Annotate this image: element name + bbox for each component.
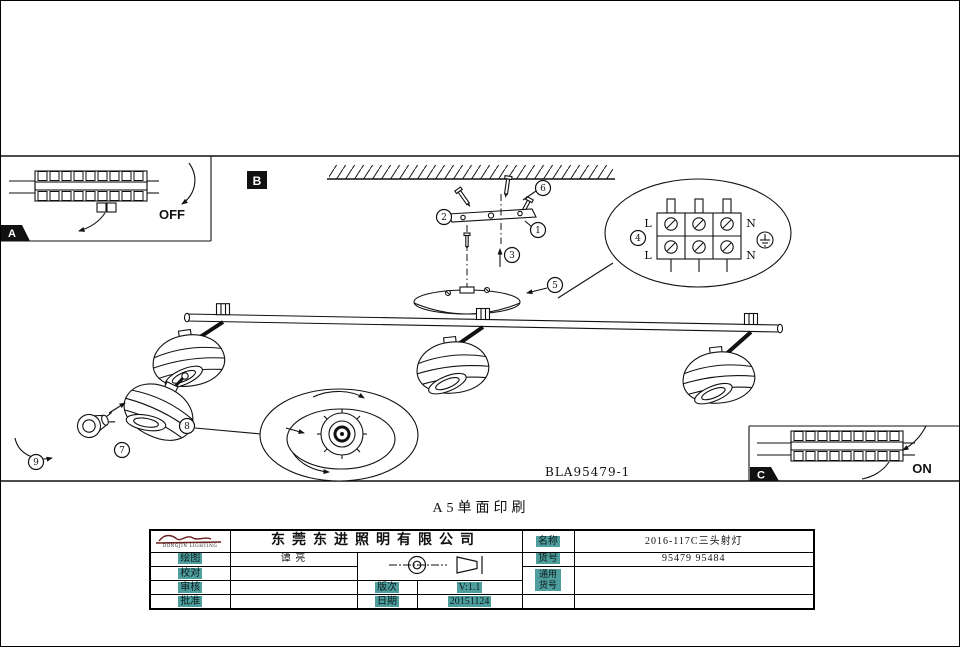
section-b-label: B (253, 174, 262, 188)
field-item-label: 货号 (521, 551, 575, 567)
detail-leader-line (194, 427, 262, 435)
section-a-label: A (8, 228, 16, 240)
ceiling-canopy: 5 (413, 262, 614, 315)
wire-label-l-bottom: L (644, 249, 652, 262)
spotlight-head-right (679, 342, 759, 410)
field-common-label: 通用货号 (521, 565, 575, 595)
empty-cell (573, 594, 815, 610)
on-label: ON (912, 461, 932, 476)
fixture-assembly (148, 303, 784, 410)
inset-on-detail: ON C (748, 425, 959, 482)
logo-subtext: DONGJIN LIGHTING (163, 543, 218, 548)
svg-text:5: 5 (552, 281, 558, 291)
callout-3: 3 (503, 246, 521, 264)
spotlight-head-middle (413, 332, 493, 400)
callout-5: 5 (546, 276, 564, 294)
svg-text:3: 3 (509, 251, 515, 261)
field-check-label: 校对 (149, 565, 231, 581)
field-review-label: 审核 (149, 580, 231, 595)
empty-cell (521, 594, 575, 610)
field-date-label: 日期 (356, 594, 418, 610)
field-review-value (229, 580, 358, 595)
screw-icon (454, 186, 471, 208)
callout-9: 9 (27, 453, 45, 471)
field-check-value (229, 565, 358, 581)
terminal-strip-teeth (793, 431, 901, 441)
on-direction-arrow-icon (902, 425, 927, 451)
field-draw-label: 绘图 (149, 551, 231, 567)
swivel-knob (215, 303, 231, 316)
field-date-value: 20151124 (416, 594, 523, 610)
ceiling-hatch (327, 165, 615, 180)
company-name: 东莞东进照明有限公司 (229, 529, 523, 553)
title-block-table: DONGJIN LIGHTING 东莞东进照明有限公司 名称 2016-117C… (149, 529, 816, 610)
wire-label-n-bottom: N (746, 249, 756, 262)
bulb-install-detail: 7 9 (14, 368, 206, 471)
spotlight-head-left (148, 324, 229, 395)
pull-wire (78, 212, 106, 232)
callout-1: 1 (529, 221, 547, 239)
field-common-value (573, 565, 815, 595)
svg-text:7: 7 (119, 446, 125, 456)
field-approve-label: 批准 (149, 594, 231, 610)
swivel-knob (743, 312, 759, 326)
field-version-label: 版次 (356, 580, 418, 595)
callout-6: 6 (534, 179, 552, 197)
field-name-value: 2016-117C三头射灯 (573, 529, 815, 553)
wire (861, 461, 890, 480)
section-c-label: C (757, 470, 765, 482)
callout-7: 7 (113, 441, 131, 459)
screw-icon (463, 232, 471, 250)
rotate-arrow-icon (292, 452, 330, 475)
svg-text:8: 8 (184, 422, 190, 432)
field-item-value: 95479 95484 (573, 551, 815, 567)
insert-arrow-icon (108, 402, 126, 414)
swivel-knob (475, 307, 491, 321)
projection-symbol-cell (356, 551, 523, 581)
off-label: OFF (159, 207, 185, 222)
twist-arrow-icon (14, 437, 53, 462)
company-logo: DONGJIN LIGHTING (156, 534, 222, 548)
drawing-number: BLA95479-1 (545, 465, 630, 479)
off-direction-arrow-icon (181, 162, 196, 205)
wiring-detail-bubble: L N L N 4 (604, 178, 792, 288)
section-b-tab: B (247, 171, 267, 189)
field-draw-value: 谭 亮 (229, 551, 358, 567)
svg-text:2: 2 (441, 213, 447, 223)
inset-off-detail: OFF A (1, 156, 212, 242)
projection-symbol-icon (388, 555, 483, 574)
section-c-tab (750, 467, 779, 481)
terminal-strip-teeth (37, 171, 145, 181)
field-name-label: 名称 (521, 529, 575, 553)
socket-detail-bubble: 8 (178, 388, 419, 482)
wire-label-n-top: N (746, 217, 756, 230)
print-spec-note: A5单面印刷 (432, 501, 530, 516)
rotate-arrow-icon (312, 390, 365, 399)
callout-2: 2 (435, 208, 453, 226)
detail-leader-line (557, 262, 614, 299)
field-version-value: V:1.1 (416, 580, 523, 595)
svg-text:6: 6 (540, 184, 546, 194)
gu10-bulb (76, 411, 116, 439)
field-approve-value (229, 594, 358, 610)
ground-icon (756, 231, 774, 249)
callout-4: 4 (629, 229, 647, 247)
svg-text:1: 1 (535, 226, 541, 236)
mounting-hardware: 1 2 3 6 (435, 174, 552, 290)
screw-icon (503, 174, 513, 198)
svg-text:9: 9 (33, 458, 39, 468)
wire-label-l-top: L (644, 217, 652, 230)
callout-8: 8 (178, 417, 196, 435)
section-a-tab (1, 225, 30, 241)
svg-text:4: 4 (635, 234, 641, 244)
logo-cell: DONGJIN LIGHTING (149, 529, 231, 553)
